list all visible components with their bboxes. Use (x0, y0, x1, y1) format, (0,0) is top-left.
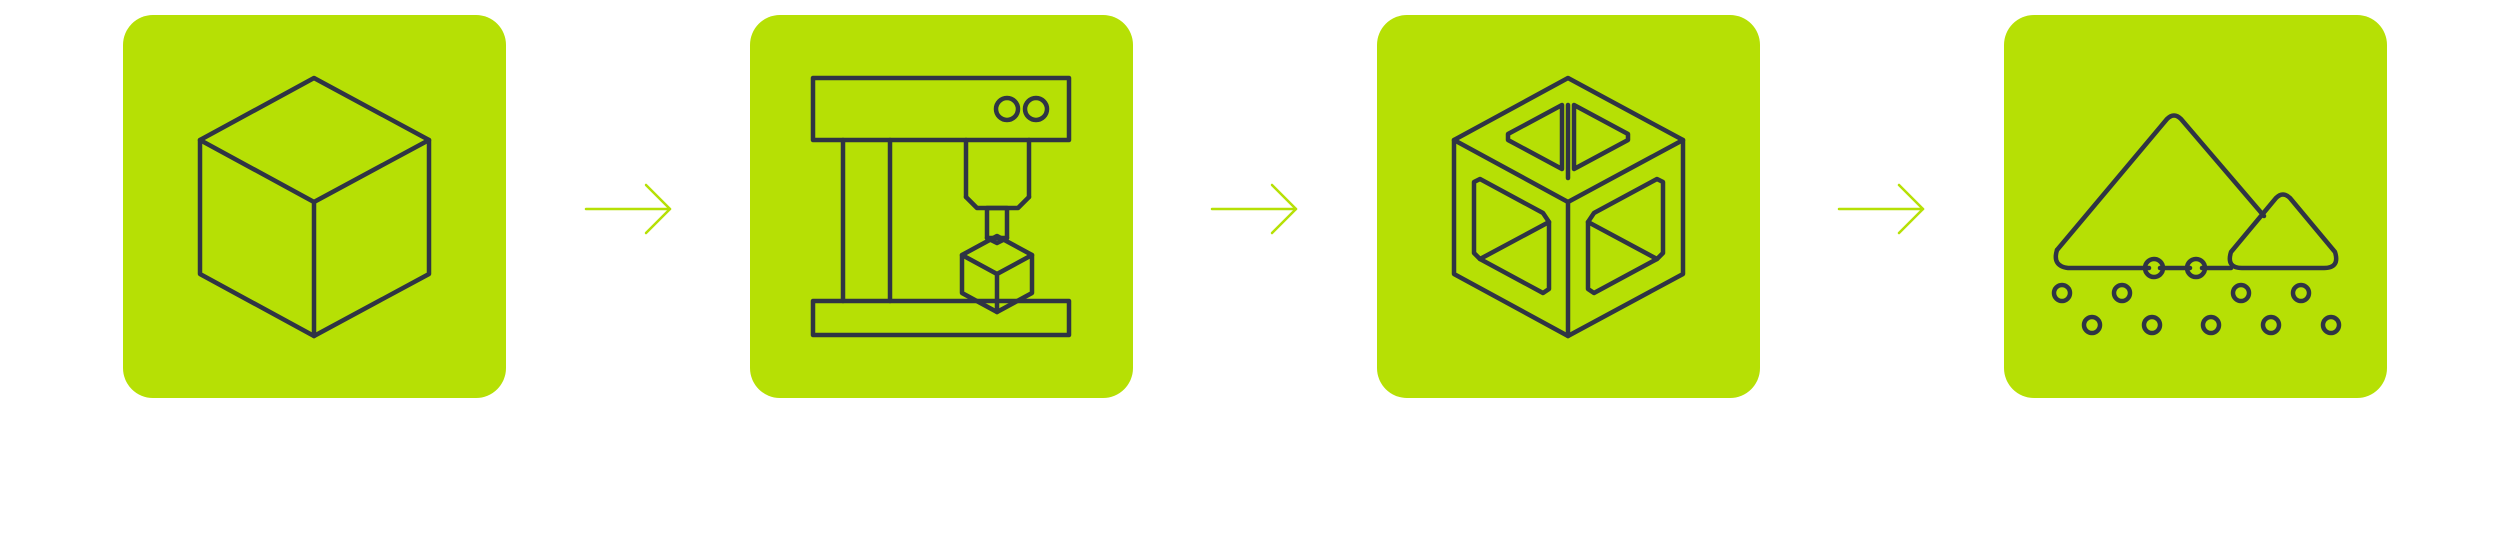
arrow-right-icon (584, 183, 672, 235)
crushed-cube-icon (1451, 75, 1686, 339)
powder-pile-icon (2051, 113, 2342, 336)
step-tile-powder-output (2004, 15, 2387, 398)
flow-arrow (584, 183, 672, 235)
robotic-press-icon (810, 75, 1072, 338)
cube-icon (197, 75, 432, 339)
arrow-right-icon (1837, 183, 1925, 235)
arrow-right-icon (1210, 183, 1298, 235)
step-tile-processing-machine (750, 15, 1133, 398)
flow-arrow (1210, 183, 1298, 235)
step-tile-segmented-block (1377, 15, 1760, 398)
flow-arrow (1837, 183, 1925, 235)
step-tile-raw-material (123, 15, 506, 398)
